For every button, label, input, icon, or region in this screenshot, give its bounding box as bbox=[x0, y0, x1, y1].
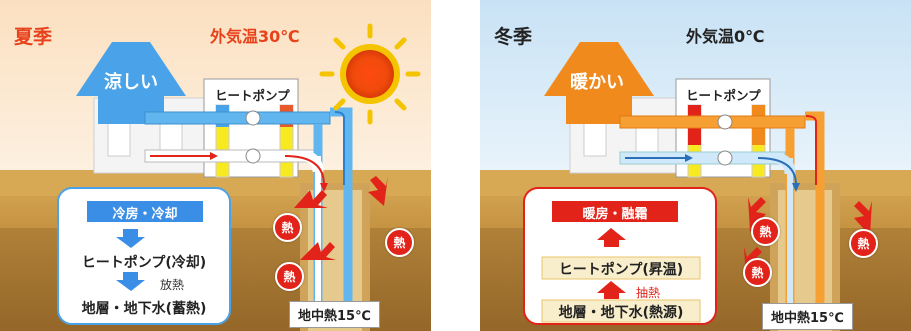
house-label: 暖かい bbox=[570, 72, 624, 93]
winter-scene bbox=[480, 0, 911, 331]
action-label: 放熱 bbox=[160, 278, 185, 292]
flow-step-2: ヒートポンプ(冷却) bbox=[81, 255, 207, 271]
heat-badge: 熱 bbox=[849, 229, 878, 258]
action-label: 抽熱 bbox=[636, 286, 661, 300]
heatpump-label: ヒートポンプ bbox=[215, 88, 290, 103]
heat-arrow bbox=[294, 190, 328, 208]
heat-badge: 熱 bbox=[385, 228, 414, 257]
heat-badge: 熱 bbox=[751, 217, 780, 246]
house-label: 涼しい bbox=[104, 72, 158, 93]
winter-panel: 冬季 外気温0℃ 暖かい ヒートポンプ 暖房・融霜 ヒートポンプ(昇温) 地層・… bbox=[480, 0, 911, 331]
flow-step-1: 冷房・冷却 bbox=[112, 207, 178, 222]
season-title: 冬季 bbox=[494, 26, 533, 48]
heatpump-label: ヒートポンプ bbox=[686, 88, 761, 103]
heat-badge: 熱 bbox=[743, 258, 772, 287]
outdoor-temperature: 外気温0℃ bbox=[686, 27, 765, 46]
summer-scene bbox=[0, 0, 431, 331]
flow-step-3: 地層・地下水(熱源) bbox=[558, 305, 684, 321]
flow-step-2: ヒートポンプ(昇温) bbox=[558, 262, 684, 278]
outdoor-temperature: 外気温30℃ bbox=[210, 27, 300, 46]
ground-temperature: 地中熱15℃ bbox=[762, 303, 853, 330]
house-roof-arrow bbox=[544, 42, 654, 124]
house-roof-arrow bbox=[76, 42, 186, 124]
summer-panel: 夏季 外気温30℃ 涼しい ヒートポンプ 冷房・冷却 ヒートポンプ(冷却) 地層… bbox=[0, 0, 431, 331]
flow-step-3: 地層・地下水(蓄熱) bbox=[81, 301, 207, 317]
heat-badge: 熱 bbox=[275, 262, 304, 291]
season-title: 夏季 bbox=[14, 26, 53, 48]
sun-icon bbox=[319, 23, 421, 125]
ground-temperature: 地中熱15℃ bbox=[289, 301, 380, 328]
flow-step-1: 暖房・融霜 bbox=[582, 207, 648, 222]
heat-badge: 熱 bbox=[273, 213, 302, 242]
